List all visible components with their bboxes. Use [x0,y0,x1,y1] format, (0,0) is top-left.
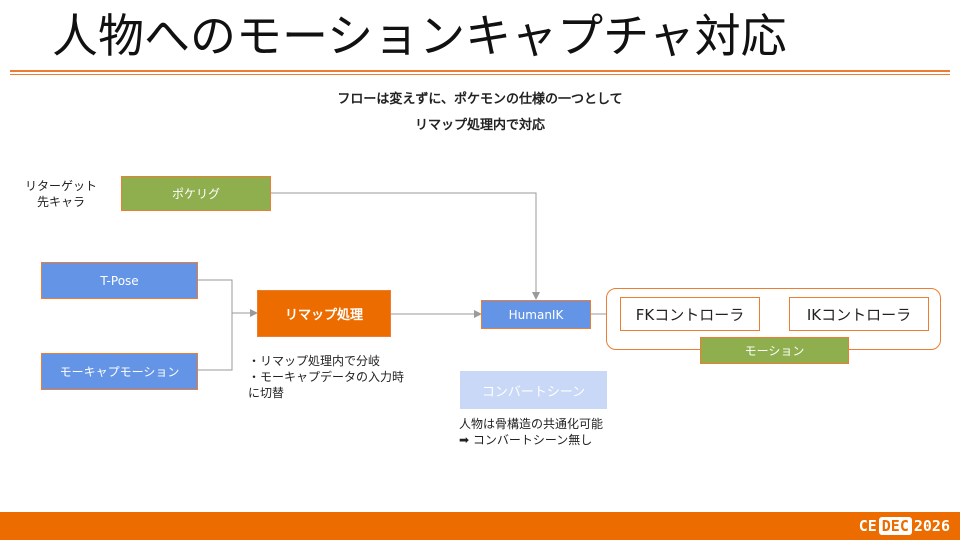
page-title: 人物へのモーションキャプチャ対応 [52,9,787,63]
ik-controller-box: IKコントローラ [789,297,929,331]
pokerig-box: ポケリグ [121,176,271,211]
remap-note-line-2: ・モーキャプデータの入力時 [248,370,405,384]
logo-text-dec: DEC [878,517,912,535]
retarget-label-line-2: 先キャラ [36,195,85,209]
remap-box: リマップ処理 [257,290,391,337]
human-note-line-1: 人物は骨構造の共通化可能 [459,417,604,431]
title-divider-thin [10,74,950,75]
remap-note: ・リマップ処理内で分岐 ・モーキャプデータの入力時 に切替 [248,353,404,401]
subtitle-line-1: フローは変えずに、ポケモンの仕様の一つとして [337,92,623,107]
fk-controller-box: FKコントローラ [620,297,760,331]
remap-note-line-1: ・リマップ処理内で分岐 [248,354,381,368]
retarget-label-line-1: リターゲット [24,179,97,193]
footer-bar [0,512,960,540]
mocap-motion-box: モーキャプモーション [41,353,198,390]
arrow-pokerig-to-humanik [270,192,540,300]
tpose-box: T-Pose [41,262,198,299]
human-note: 人物は骨構造の共通化可能 ➡ コンバートシーン無し [459,416,603,448]
human-note-line-2: ➡ コンバートシーン無し [459,433,593,447]
merge-bracket [197,279,233,371]
title-divider [10,70,950,72]
remap-note-line-3: に切替 [248,386,285,400]
logo-text-ce: CE [858,517,877,535]
humanik-box: HumanIK [481,300,591,329]
motion-box: モーション [700,337,849,364]
logo-year: 2026 [913,517,950,535]
retarget-label: リターゲット 先キャラ [22,178,100,210]
subtitle-line-2: リマップ処理内で対応 [414,118,545,133]
converter-scene-box: コンバートシーン [460,371,607,409]
